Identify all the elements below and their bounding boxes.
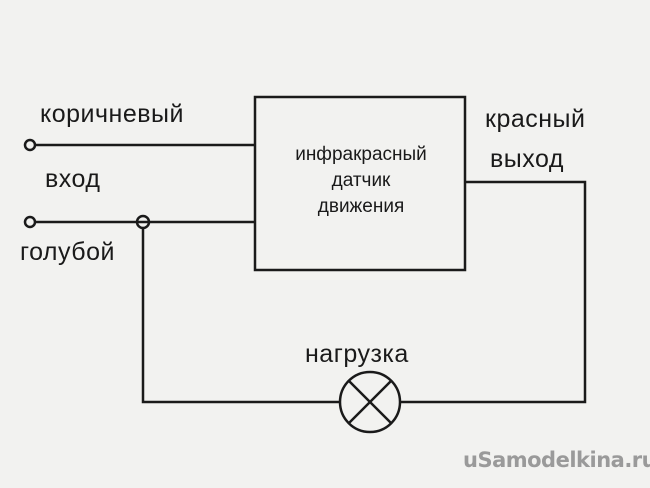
watermark: uSamodelkina.ru	[463, 448, 650, 472]
label-red: красный	[485, 105, 586, 133]
lamp-icon	[338, 370, 402, 434]
red-wire	[400, 180, 587, 404]
label-output: выход	[490, 145, 564, 173]
blue-terminal	[23, 215, 37, 229]
label-input: вход	[45, 165, 101, 193]
sensor-label: инфракрасный датчик движения	[257, 142, 465, 220]
sensor-box	[253, 95, 467, 272]
label-blue: голубой	[20, 238, 115, 266]
return-wire	[141, 228, 340, 404]
sensor-line-3: движения	[317, 196, 405, 217]
sensor-line-2: датчик	[331, 170, 391, 191]
sensor-line-1: инфракрасный	[295, 144, 427, 165]
brown-terminal	[23, 138, 37, 152]
label-load: нагрузка	[305, 340, 409, 368]
label-brown: коричневый	[40, 100, 184, 128]
